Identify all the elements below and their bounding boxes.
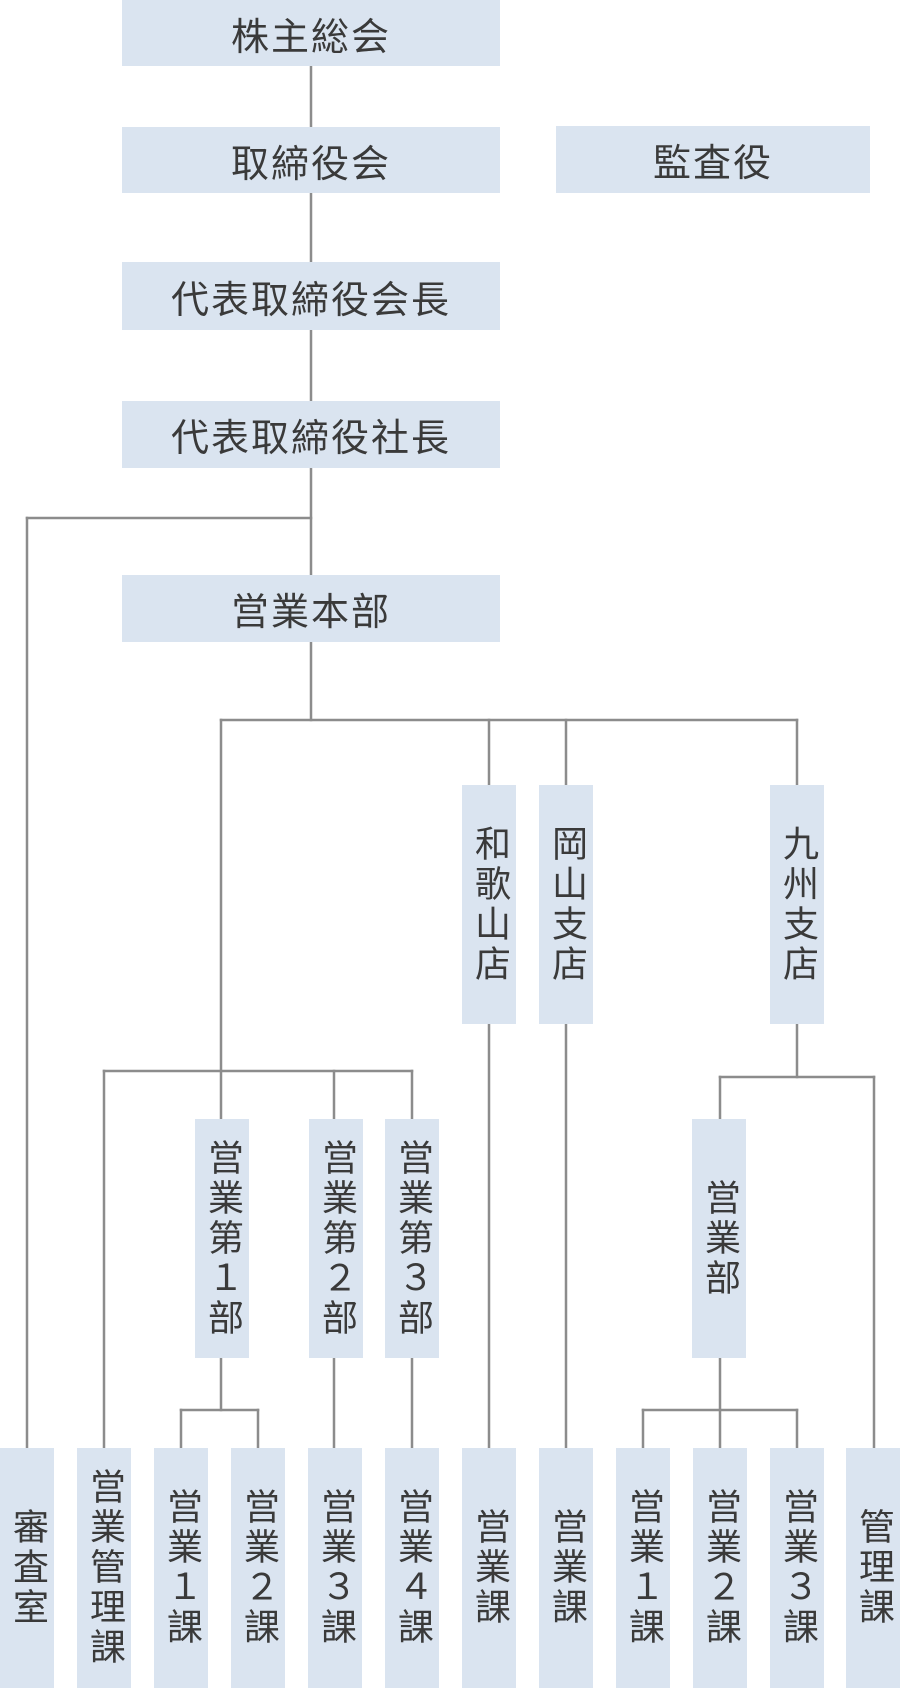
node-sales-section-4: 営業４課 <box>385 1448 439 1688</box>
node-sales-section-1: 営業１課 <box>154 1448 208 1688</box>
node-sales-section-2: 営業２課 <box>231 1448 285 1688</box>
node-sales-management-section: 営業管理課 <box>77 1448 131 1688</box>
node-kyushu-sales-section-1: 営業１課 <box>616 1448 670 1688</box>
node-chairman: 代表取締役会長 <box>122 262 500 330</box>
node-sales-dept-2: 営業第２部 <box>309 1119 363 1358</box>
node-auditor: 監査役 <box>556 126 870 193</box>
node-shareholders-meeting: 株主総会 <box>122 0 500 66</box>
node-okayama-sales-section: 営業課 <box>539 1448 593 1688</box>
node-sales-section-3: 営業３課 <box>308 1448 362 1688</box>
node-kyushu-management-section: 管理課 <box>846 1448 900 1688</box>
node-okayama-branch: 岡山支店 <box>539 785 593 1024</box>
node-wakayama-sales-section: 営業課 <box>462 1448 516 1688</box>
node-president: 代表取締役社長 <box>122 401 500 468</box>
node-sales-dept-1: 営業第１部 <box>195 1119 249 1358</box>
node-audit-office: 審査室 <box>0 1448 54 1688</box>
node-wakayama-store: 和歌山店 <box>462 785 516 1024</box>
node-board-of-directors: 取締役会 <box>122 127 500 193</box>
node-sales-dept-3: 営業第３部 <box>385 1119 439 1358</box>
node-kyushu-branch: 九州支店 <box>770 785 824 1024</box>
node-kyushu-sales-section-2: 営業２課 <box>693 1448 747 1688</box>
node-sales-headquarters: 営業本部 <box>122 575 500 642</box>
node-kyushu-sales-dept: 営業部 <box>692 1119 746 1358</box>
node-kyushu-sales-section-3: 営業３課 <box>770 1448 824 1688</box>
